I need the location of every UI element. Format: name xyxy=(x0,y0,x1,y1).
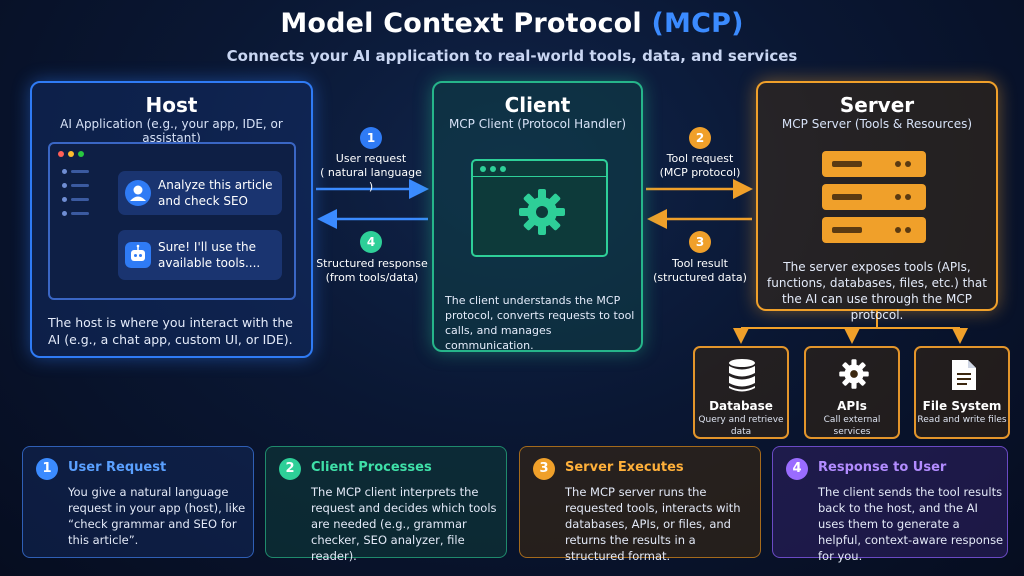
database-icon xyxy=(729,359,755,392)
resource-title: Database xyxy=(709,399,773,413)
page-subtitle: Connects your AI application to real-wor… xyxy=(226,47,798,65)
window-maximize-dot xyxy=(78,151,84,157)
arrow-4-title: Structured response xyxy=(316,257,428,270)
bot-chat-bubble: Sure! I'll use the available tools.... xyxy=(118,230,282,280)
title-accent: (MCP) xyxy=(651,8,744,39)
resource-file-system: File System Read and write files xyxy=(914,346,1010,439)
step-card-1: 1 User Request You give a natural langua… xyxy=(22,446,254,558)
resource-desc: Call external services xyxy=(823,415,881,437)
window-close-dot xyxy=(58,151,64,157)
step-card-desc: The client sends the tool results back t… xyxy=(818,485,1004,563)
gear-icon xyxy=(519,189,565,235)
step-card-title: Server Executes xyxy=(565,460,684,475)
gear-icon xyxy=(839,359,869,389)
title-main: Model Context Protocol xyxy=(280,8,642,39)
arrow-3-label: Tool result (structured data) xyxy=(648,257,752,285)
arrow-1-title: User request xyxy=(335,152,407,165)
host-description: The host is where you interact with the … xyxy=(48,315,293,347)
resource-title: APIs xyxy=(837,399,867,413)
step-card-3: 3 Server Executes The MCP server runs th… xyxy=(519,446,761,563)
resource-desc: Read and write files xyxy=(917,415,1007,425)
resource-desc: Query and retrieve data xyxy=(698,415,784,437)
step-card-title: Response to User xyxy=(818,460,947,475)
page-title: Model Context Protocol (MCP) xyxy=(0,8,1024,39)
step-card-number: 1 xyxy=(36,458,58,480)
step-card-number: 3 xyxy=(533,458,555,480)
arrow-1-label: User request ( natural language ) xyxy=(318,152,424,194)
host-panel: Host AI Application (e.g., your app, IDE… xyxy=(30,81,313,358)
step-card-2: 2 Client Processes The MCP client interp… xyxy=(265,446,507,563)
resource-apis: APIs Call external services xyxy=(804,346,900,439)
server-resource-connectors xyxy=(733,311,968,344)
client-title: Client xyxy=(504,93,571,117)
step-4-badge: 4 xyxy=(360,231,382,253)
step-card-title: Client Processes xyxy=(311,460,432,475)
arrow-3-title: Tool result xyxy=(672,257,728,270)
user-chat-bubble: Analyze this article and check SEO xyxy=(118,171,282,215)
step-2-badge: 2 xyxy=(689,127,711,149)
arrow-2-label: Tool request (MCP protocol) xyxy=(648,152,752,180)
client-panel: Client MCP Client (Protocol Handler) The… xyxy=(432,81,643,352)
step-card-number: 2 xyxy=(279,458,301,480)
arrow-3-sub: (structured data) xyxy=(653,271,747,284)
server-stack-icon xyxy=(822,151,926,243)
bot-message: Sure! I'll use the available tools.... xyxy=(158,240,261,270)
arrow-2-title: Tool request xyxy=(666,152,734,165)
app-window-mockup: Analyze this article and check SEO Sure!… xyxy=(48,142,296,300)
step-card-4: 4 Response to User The client sends the … xyxy=(772,446,1008,563)
bot-avatar-icon xyxy=(125,242,151,268)
client-window-icon xyxy=(471,159,608,257)
arrow-2-sub: (MCP protocol) xyxy=(659,166,741,179)
server-title: Server xyxy=(839,93,915,117)
host-subtitle: AI Application (e.g., your app, IDE, or … xyxy=(60,117,283,145)
resource-database: Database Query and retrieve data xyxy=(693,346,789,439)
server-subtitle: MCP Server (Tools & Resources) xyxy=(781,117,973,131)
arrow-4-sub: (from tools/data) xyxy=(325,271,419,284)
step-3-badge: 3 xyxy=(689,231,711,253)
step-card-desc: The MCP server runs the requested tools,… xyxy=(565,485,741,563)
resource-title: File System xyxy=(922,399,1002,413)
host-title: Host xyxy=(145,93,198,117)
window-minimize-dot xyxy=(68,151,74,157)
user-message: Analyze this article and check SEO xyxy=(158,178,273,208)
server-panel: Server MCP Server (Tools & Resources) Th… xyxy=(756,81,998,322)
user-avatar-icon xyxy=(125,180,151,206)
server-description: The server exposes tools (APIs, function… xyxy=(767,260,987,322)
arrow-4-label: Structured response (from tools/data) xyxy=(316,257,428,285)
arrow-1-sub: ( natural language ) xyxy=(320,166,422,193)
client-subtitle: MCP Client (Protocol Handler) xyxy=(448,117,627,131)
step-card-title: User Request xyxy=(68,460,167,475)
step-1-badge: 1 xyxy=(360,127,382,149)
client-description: The client understands the MCP protocol,… xyxy=(445,294,635,352)
step-card-desc: You give a natural language request in y… xyxy=(68,485,246,547)
step-card-desc: The MCP client interprets the request an… xyxy=(311,485,497,563)
step-card-number: 4 xyxy=(786,458,808,480)
file-icon xyxy=(952,360,976,390)
